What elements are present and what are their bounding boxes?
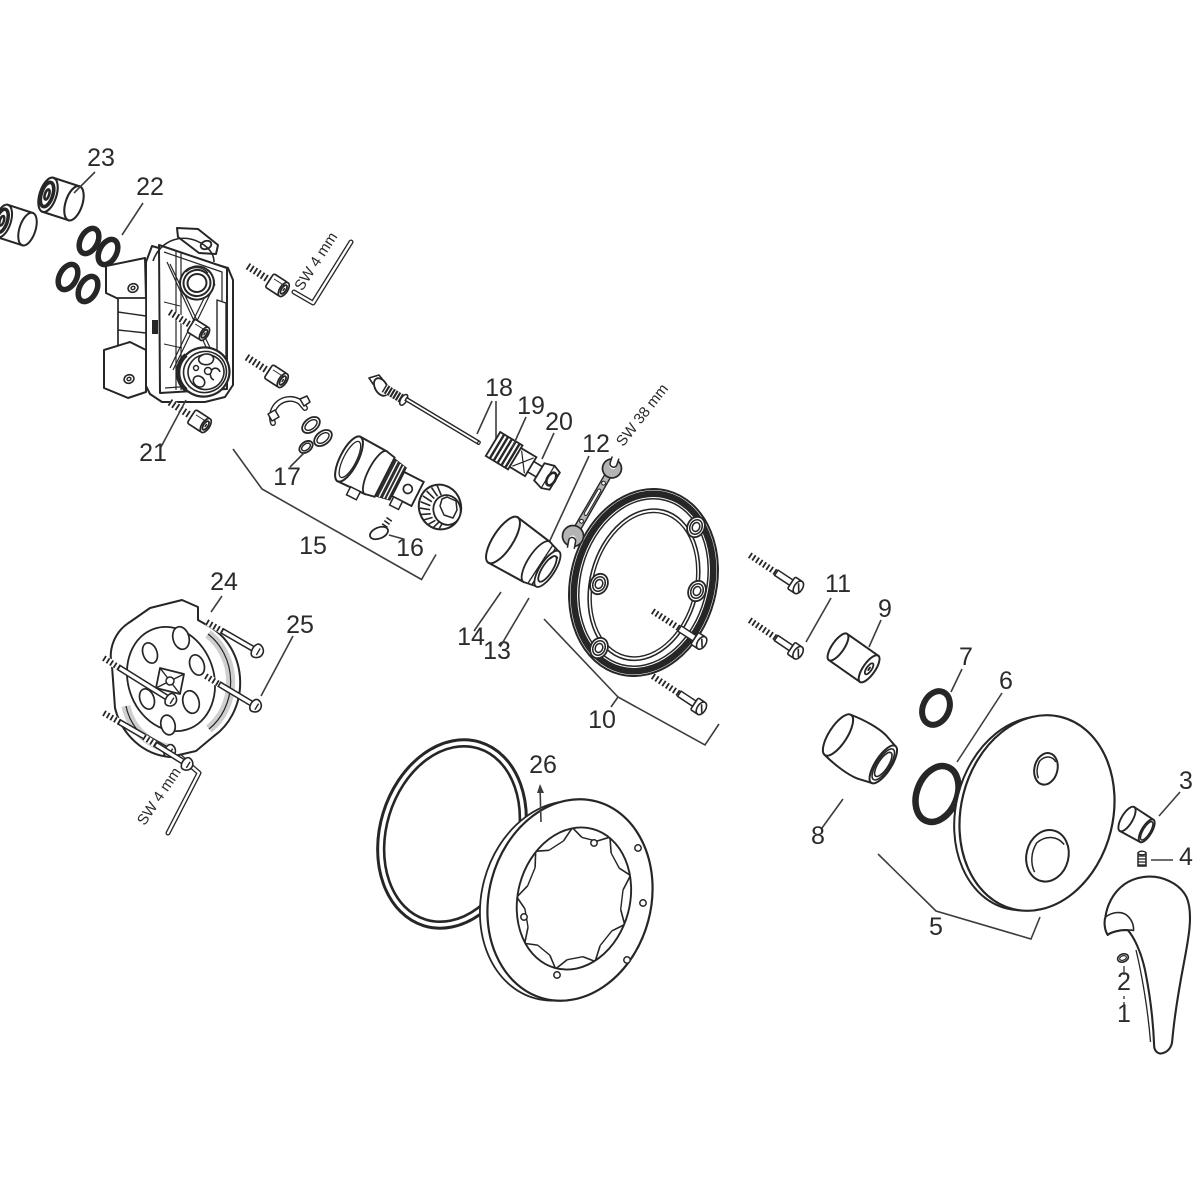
svg-text:25: 25 [286,611,314,639]
svg-text:1: 1 [1117,1000,1131,1028]
svg-text:5: 5 [929,913,943,941]
svg-text:22: 22 [136,173,164,201]
svg-text:24: 24 [210,568,238,596]
svg-text:11: 11 [825,570,851,598]
svg-text:8: 8 [811,822,825,850]
svg-text:15: 15 [299,532,327,560]
svg-text:2: 2 [1117,968,1131,996]
svg-text:7: 7 [959,643,973,671]
svg-text:13: 13 [483,637,511,665]
svg-text:10: 10 [588,706,616,734]
svg-text:18: 18 [485,374,513,402]
svg-text:14: 14 [457,623,485,651]
svg-text:3: 3 [1179,767,1193,795]
svg-text:4: 4 [1179,843,1193,871]
svg-text:20: 20 [545,408,573,436]
svg-text:6: 6 [999,667,1013,695]
svg-text:19: 19 [517,392,545,420]
svg-text:23: 23 [87,144,115,172]
svg-text:9: 9 [878,595,892,623]
svg-text:12: 12 [582,430,610,458]
svg-text:17: 17 [273,463,301,491]
svg-text:26: 26 [529,751,557,779]
